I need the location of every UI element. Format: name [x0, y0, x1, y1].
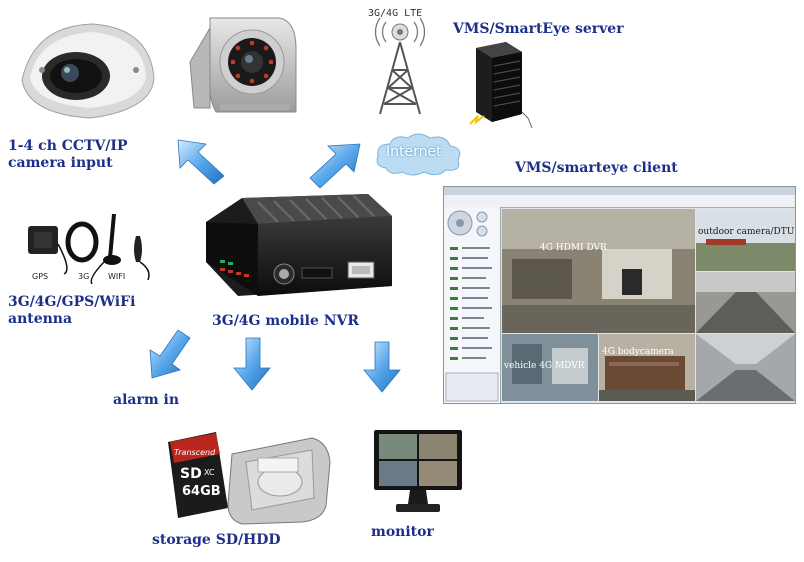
- arrow-to-alarm: [149, 329, 191, 379]
- arrow-to-storage: [233, 337, 271, 391]
- sd-brand: Transcend: [174, 448, 216, 457]
- sd-type: SD: [180, 466, 202, 482]
- arrow-to-camera: [177, 139, 225, 185]
- sd-xc: XC: [204, 468, 215, 477]
- storage-label: storage SD/HDD: [152, 532, 281, 548]
- camera-label-line1: 1-4 ch CCTV/IP: [8, 138, 128, 154]
- nvr-label: 3G/4G mobile NVR: [212, 313, 360, 329]
- side-camera-image: [180, 8, 300, 120]
- server-image: [466, 38, 536, 130]
- antenna-icon-3g: 3G: [78, 272, 90, 281]
- client-toolbar: [444, 195, 795, 208]
- internet-cloud: Internet: [372, 130, 464, 178]
- client-titlebar: [444, 187, 795, 195]
- lte-tower-image: 3G/4G LTE: [362, 8, 438, 116]
- client-device-panel: [444, 207, 501, 403]
- antenna-label-line1: 3G/4G/GPS/WiFi: [8, 294, 136, 310]
- client-tile-label-bodycam: 4G bodycamera: [602, 347, 674, 357]
- client-label: VMS/smarteye client: [515, 160, 678, 176]
- storage-image: Transcend SD XC 64GB: [162, 428, 334, 528]
- client-tile-interior: [696, 334, 795, 401]
- camera-label: 1-4 ch CCTV/IP camera input: [8, 138, 128, 172]
- antenna-icon-gps: GPS: [32, 272, 49, 281]
- antenna-label: 3G/4G/GPS/WiFi antenna: [8, 294, 135, 328]
- client-tile-outdoor: [696, 209, 795, 271]
- client-tile-label-mdvr: vehicle 4G MDVR: [504, 361, 585, 371]
- client-tile-vehicle: [502, 334, 598, 401]
- arrow-to-internet: [309, 143, 361, 189]
- monitor-image: [372, 428, 464, 516]
- client-tile-bodycam: [599, 334, 695, 401]
- antenna-icon-wifi: WIFI: [108, 272, 126, 281]
- antenna-label-line2: antenna: [8, 311, 73, 327]
- monitor-label: monitor: [371, 524, 434, 540]
- tower-label: 3G/4G LTE: [368, 8, 423, 19]
- client-tile-road: [696, 272, 795, 333]
- internet-label: Internet: [386, 144, 442, 160]
- server-label: VMS/SmartEye server: [453, 21, 624, 37]
- alarm-label: alarm in: [113, 392, 180, 408]
- arrow-to-monitor: [363, 341, 401, 393]
- camera-label-line2: camera input: [8, 155, 113, 171]
- vms-client-screenshot: 4G HDMI DVR outdoor camera/DTU vehicle 4…: [443, 186, 796, 404]
- sd-capacity: 64GB: [182, 484, 221, 499]
- dome-camera-image: [14, 18, 160, 130]
- antenna-image: GPS 3G WIFI: [22, 214, 162, 284]
- mobile-nvr-image: [198, 192, 398, 312]
- client-tile-label-outdoor: outdoor camera/DTU: [698, 227, 795, 237]
- client-tile-main: [502, 209, 695, 333]
- client-tile-label-hdmi-dvr: 4G HDMI DVR: [540, 243, 607, 253]
